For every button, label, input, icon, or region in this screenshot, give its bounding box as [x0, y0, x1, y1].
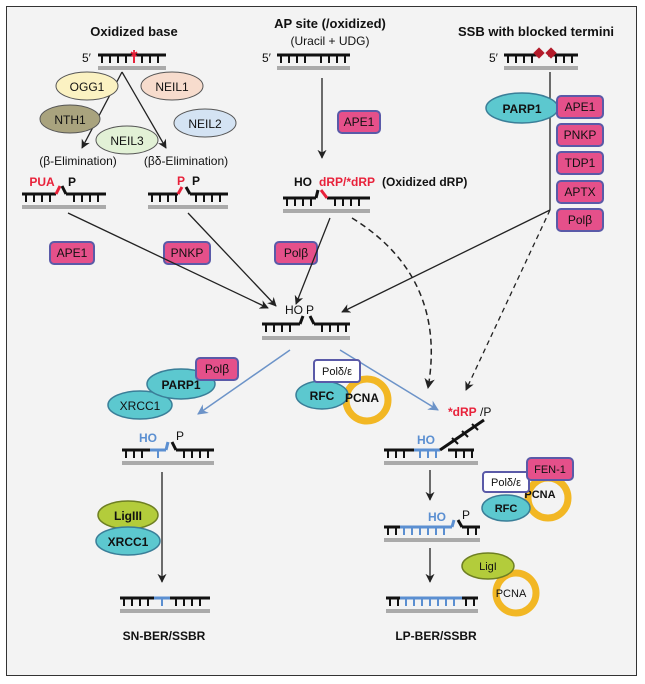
dna-nick-ho-p: HO P — [262, 303, 350, 340]
dna-drp: HO dRP/*dRP (Oxidized dRP) — [283, 175, 467, 213]
enzyme-neil2: NEIL2 — [173, 108, 237, 138]
label-beta-elimination: (β-Elimination) — [39, 154, 117, 168]
label-p: P — [462, 508, 470, 522]
label-pua: PUA — [29, 175, 55, 189]
svg-text:PARP1: PARP1 — [161, 378, 200, 392]
dna-lp-final — [386, 596, 478, 613]
label-pcna-1: PCNA — [345, 391, 379, 405]
enzyme-lig3: LigIII — [97, 500, 159, 530]
enzyme-polb-middle: Polβ — [274, 241, 318, 265]
label-p: P — [176, 429, 184, 443]
enzyme-neil1: NEIL1 — [140, 71, 204, 101]
enzyme-xrcc1-lig: XRCC1 — [95, 526, 161, 556]
svg-text:APE1: APE1 — [344, 115, 375, 129]
lesion-star: * — [130, 47, 137, 67]
dna-pua-p: PUA P — [22, 175, 106, 209]
header-ap-site-sub: (Uracil + UDG) — [290, 34, 369, 48]
blocked-terminus-right — [545, 47, 557, 59]
svg-text:XRCC1: XRCC1 — [108, 535, 149, 549]
enzyme-rfc-2: RFC — [481, 494, 531, 522]
svg-text:Polβ: Polβ — [568, 213, 592, 227]
enzyme-aptx: APTX — [556, 180, 604, 204]
svg-text:TDP1: TDP1 — [565, 156, 596, 170]
label-ho: HO — [294, 175, 312, 189]
pcna-ring-3 — [492, 569, 540, 617]
outcome-sn-ber: SN-BER/SSBR — [123, 629, 206, 643]
svg-text:PARP1: PARP1 — [502, 102, 541, 116]
enzyme-ogg1: OGG1 — [55, 71, 119, 101]
label-star-drp: *dRP — [448, 405, 477, 419]
label-beta-delta-elimination: (βδ-Elimination) — [144, 154, 228, 168]
svg-text:LigIII: LigIII — [114, 509, 142, 523]
svg-text:NTH1: NTH1 — [54, 113, 86, 127]
label-p: P — [68, 175, 76, 189]
dna-oxidized-base: 5′ * — [82, 47, 166, 70]
svg-text:NEIL3: NEIL3 — [110, 134, 144, 148]
enzyme-rfc-1: RFC — [295, 380, 349, 410]
enzyme-pnkp-left: PNKP — [163, 241, 211, 265]
dna-sn-final — [120, 596, 210, 613]
label-pcna-2: PCNA — [524, 489, 555, 501]
label-drp: dRP/*dRP — [319, 175, 375, 189]
enzyme-fen1: FEN-1 — [526, 457, 574, 481]
five-prime-label: 5′ — [82, 51, 92, 65]
enzyme-polb-right: Polβ — [556, 208, 604, 232]
enzyme-pnkp-right: PNKP — [556, 123, 604, 147]
dna-lp-ho-p: HO P — [384, 508, 480, 542]
header-oxidized-base: Oxidized base — [90, 24, 177, 39]
enzyme-neil3: NEIL3 — [95, 125, 159, 155]
header-ap-site: AP site (/oxidized) — [274, 16, 386, 31]
svg-text:Polβ: Polβ — [205, 362, 229, 376]
svg-text:Polδ/ε: Polδ/ε — [322, 366, 352, 378]
label-ho-blue: HO — [139, 431, 157, 445]
svg-text:APE1: APE1 — [57, 246, 88, 260]
label-ho: HO — [285, 303, 303, 317]
svg-text:APE1: APE1 — [565, 100, 596, 114]
dna-p-p: P P — [148, 174, 228, 209]
header-ssb: SSB with blocked termini — [458, 24, 614, 39]
five-prime-label: 5′ — [262, 51, 272, 65]
label-pcna-3: PCNA — [496, 588, 527, 600]
label-oxidized-drp: (Oxidized dRP) — [382, 175, 467, 189]
svg-text:OGG1: OGG1 — [70, 80, 105, 94]
enzyme-tdp1: TDP1 — [556, 151, 604, 175]
svg-text:RFC: RFC — [310, 389, 335, 403]
label-ho-blue: HO — [417, 433, 435, 447]
svg-text:APTX: APTX — [564, 185, 595, 199]
svg-text:PNKP: PNKP — [564, 128, 597, 142]
label-p: P — [192, 174, 200, 188]
dna-sn-ho-p: HO P — [122, 429, 214, 465]
svg-text:FEN-1: FEN-1 — [534, 464, 566, 476]
svg-text:NEIL1: NEIL1 — [155, 80, 189, 94]
enzyme-pol-de-2: Polδ/ε — [482, 471, 530, 493]
label-slash-p: /P — [480, 405, 491, 419]
enzyme-ape1-right: APE1 — [556, 95, 604, 119]
dna-ap-site: 5′ — [262, 51, 350, 70]
svg-text:RFC: RFC — [495, 503, 518, 515]
label-p-red: P — [177, 174, 185, 188]
enzyme-parp1-top: PARP1 — [485, 92, 559, 124]
label-p: P — [306, 303, 314, 317]
enzyme-ape1-left: APE1 — [49, 241, 95, 265]
svg-text:Polβ: Polβ — [284, 246, 308, 260]
svg-text:LigI: LigI — [479, 561, 497, 573]
dna-ssb: 5′ — [489, 47, 578, 70]
outcome-lp-ber: LP-BER/SSBR — [395, 629, 477, 643]
label-ho-blue: HO — [428, 510, 446, 524]
enzyme-ape1-middle: APE1 — [337, 110, 381, 134]
svg-text:Polδ/ε: Polδ/ε — [491, 477, 521, 489]
svg-text:PNKP: PNKP — [171, 246, 204, 260]
dna-flap: *dRP /P HO — [384, 405, 491, 465]
enzyme-lig1: LigI — [461, 552, 515, 580]
five-prime-label: 5′ — [489, 51, 499, 65]
enzyme-pol-de-1: Polδ/ε — [313, 359, 361, 383]
enzyme-nth1: NTH1 — [39, 104, 101, 134]
enzyme-polb-sn: Polβ — [195, 357, 239, 381]
blocked-terminus-left — [533, 47, 545, 59]
svg-text:XRCC1: XRCC1 — [120, 399, 161, 413]
svg-text:NEIL2: NEIL2 — [188, 117, 222, 131]
enzyme-xrcc1-sn: XRCC1 — [107, 390, 173, 420]
